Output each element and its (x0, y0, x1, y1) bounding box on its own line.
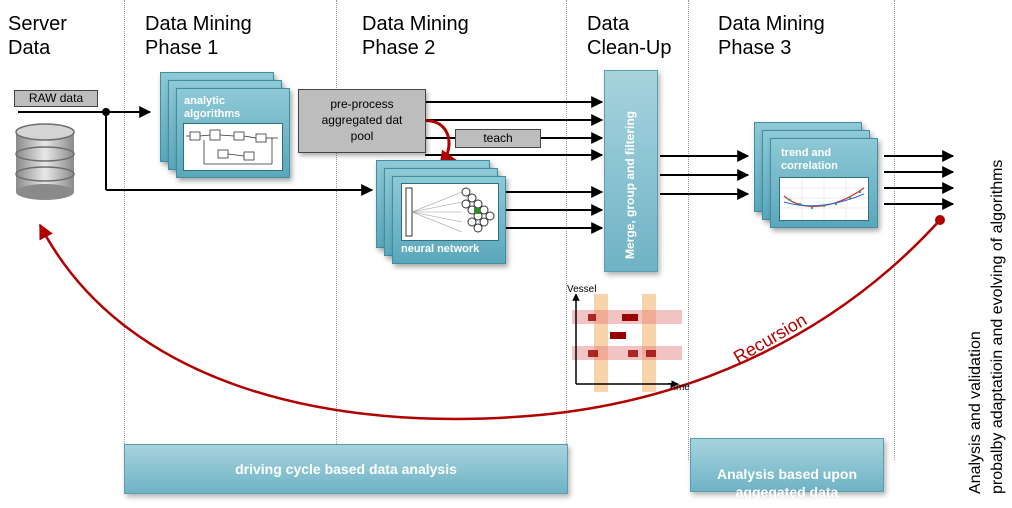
preprocess-label: pre-process aggregated dat pool (321, 97, 403, 143)
heading-phase-3: Data Mining Phase 3 (718, 13, 825, 59)
recursion-curve (38, 219, 941, 421)
vessel-time-chart (572, 294, 682, 392)
heading-phase-2: Data Mining Phase 2 (362, 13, 469, 59)
raw-data-label: RAW data (14, 90, 98, 107)
time-axis-label: Time (668, 382, 690, 393)
block-diagram-image (183, 123, 283, 171)
analytic-algorithms-card: analytic algorithms (176, 88, 290, 178)
band-aggregated-data: Analysis based upon aggegated data (690, 438, 884, 500)
preprocess-box: pre-process aggregated dat pool (298, 89, 426, 153)
analytic-algorithms-label: analytic algorithms (184, 95, 241, 120)
heading-clean-up: Data Clean-Up (587, 13, 672, 59)
side-text-line1: Analysis and validation (967, 331, 984, 494)
divider-4 (688, 0, 689, 460)
neural-net-image (401, 183, 499, 241)
divider-3 (566, 0, 567, 460)
divider-1 (124, 0, 125, 460)
divider-5 (894, 0, 895, 460)
merge-label: Merge, group and filtering (623, 110, 637, 259)
recursion-dot (935, 215, 945, 225)
divider-2 (336, 0, 337, 460)
database-icon (15, 123, 75, 200)
side-text-line2: probalby adaptatioin and evolving of alg… (989, 159, 1006, 494)
heading-phase-1: Data Mining Phase 1 (145, 13, 252, 59)
trend-label: trend and correlation (781, 147, 838, 172)
heading-server-data: Server Data (8, 13, 67, 59)
junction (102, 108, 110, 116)
band-aggregated-data-label: Analysis based upon aggegated data (716, 466, 858, 500)
trend-card: trend and correlation (770, 138, 878, 228)
merge-bar: Merge, group and filtering (604, 70, 658, 272)
band-driving-cycle: driving cycle based data analysis (124, 444, 568, 494)
trend-chart-image (779, 177, 869, 221)
teach-box: teach (455, 129, 541, 148)
neural-network-label: neural network (401, 243, 480, 255)
vessel-axis-label: Vessel (567, 284, 597, 295)
neural-network-card: neural network (392, 176, 506, 264)
band-driving-cycle-label: driving cycle based data analysis (235, 461, 457, 477)
